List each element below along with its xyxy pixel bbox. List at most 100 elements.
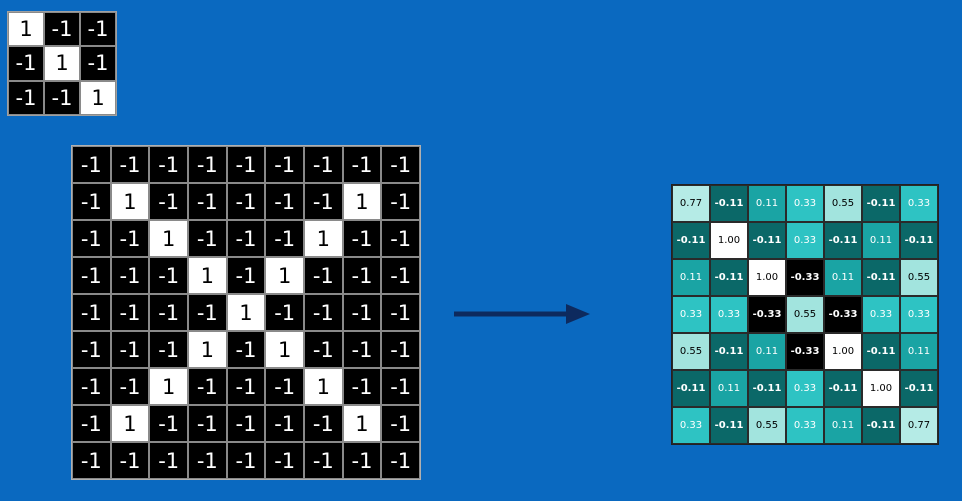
feature-map-cell: -0.11 <box>710 333 748 370</box>
image-cell: -1 <box>265 442 304 479</box>
feature-map-cell: -0.11 <box>862 333 900 370</box>
image-cell: -1 <box>265 405 304 442</box>
feature-map-cell: 0.11 <box>824 259 862 296</box>
image-cell: -1 <box>381 294 420 331</box>
image-cell: -1 <box>72 146 111 183</box>
image-cell: -1 <box>381 220 420 257</box>
image-cell: -1 <box>381 368 420 405</box>
image-cell: -1 <box>304 146 343 183</box>
feature-map-cell: 1.00 <box>824 333 862 370</box>
image-cell: 1 <box>226 294 266 331</box>
image-cell: -1 <box>342 442 382 479</box>
kernel-cell: -1 <box>8 80 44 115</box>
feature-map-cell: 0.77 <box>672 185 710 222</box>
feature-map-cell: -0.11 <box>900 222 938 259</box>
feature-map-cell: 0.55 <box>824 185 862 222</box>
image-cell: -1 <box>226 146 266 183</box>
feature-map-cell: 0.11 <box>748 333 786 370</box>
feature-map-cell: 0.33 <box>672 296 710 333</box>
image-cell: -1 <box>110 294 150 331</box>
image-cell: -1 <box>110 220 150 257</box>
image-cell: 1 <box>342 183 382 220</box>
right-arrow-icon <box>454 304 590 324</box>
image-cell: -1 <box>381 146 420 183</box>
image-cell: -1 <box>265 183 304 220</box>
feature-map-cell: 0.11 <box>748 185 786 222</box>
image-cell: 1 <box>342 405 382 442</box>
feature-map-cell: 0.55 <box>786 296 824 333</box>
image-cell: -1 <box>149 331 188 368</box>
image-cell: -1 <box>265 146 304 183</box>
image-cell: -1 <box>110 368 150 405</box>
image-cell: -1 <box>188 183 227 220</box>
image-cell: -1 <box>149 405 188 442</box>
image-cell: -1 <box>226 220 266 257</box>
feature-map-cell: 0.55 <box>748 407 786 444</box>
image-cell: -1 <box>304 183 343 220</box>
image-cell: 1 <box>149 368 188 405</box>
feature-map-cell: -0.33 <box>824 296 862 333</box>
image-cell: -1 <box>381 183 420 220</box>
image-cell: -1 <box>188 294 227 331</box>
image-cell: 1 <box>110 405 150 442</box>
feature-map-cell: 0.33 <box>900 185 938 222</box>
image-cell: -1 <box>188 442 227 479</box>
feature-map-cell: 0.33 <box>786 222 824 259</box>
feature-map-cell: 0.11 <box>710 370 748 407</box>
image-cell: -1 <box>304 405 343 442</box>
image-cell: 1 <box>265 257 304 294</box>
feature-map-cell: 0.33 <box>786 370 824 407</box>
image-cell: 1 <box>149 220 188 257</box>
image-cell: -1 <box>149 257 188 294</box>
image-cell: -1 <box>304 257 343 294</box>
feature-map-cell: -0.11 <box>748 222 786 259</box>
image-cell: 1 <box>110 183 150 220</box>
feature-map-cell: -0.11 <box>748 370 786 407</box>
image-cell: -1 <box>226 405 266 442</box>
image-cell: -1 <box>342 257 382 294</box>
image-cell: -1 <box>149 294 188 331</box>
kernel-cell: -1 <box>80 12 116 47</box>
image-cell: -1 <box>226 257 266 294</box>
feature-map-cell: -0.33 <box>786 333 824 370</box>
image-cell: -1 <box>149 183 188 220</box>
feature-map-cell: -0.11 <box>824 370 862 407</box>
image-cell: -1 <box>265 294 304 331</box>
image-cell: -1 <box>110 331 150 368</box>
image-cell: -1 <box>110 442 150 479</box>
feature-map-cell: 1.00 <box>748 259 786 296</box>
kernel-cell: -1 <box>80 46 116 81</box>
image-cell: -1 <box>72 183 111 220</box>
feature-map-cell: 0.33 <box>862 296 900 333</box>
image-cell: -1 <box>72 442 111 479</box>
feature-map-cell: 0.11 <box>824 407 862 444</box>
image-cell: -1 <box>381 442 420 479</box>
image-cell: -1 <box>72 368 111 405</box>
image-cell: -1 <box>265 220 304 257</box>
image-cell: -1 <box>72 220 111 257</box>
image-cell: -1 <box>381 331 420 368</box>
image-cell: 1 <box>265 331 304 368</box>
image-cell: -1 <box>72 294 111 331</box>
image-cell: -1 <box>72 331 111 368</box>
image-cell: -1 <box>226 442 266 479</box>
feature-map-cell: -0.11 <box>710 185 748 222</box>
feature-map-cell: -0.33 <box>748 296 786 333</box>
feature-map-cell: 0.55 <box>900 259 938 296</box>
image-cell: -1 <box>188 405 227 442</box>
feature-map-cell: -0.11 <box>672 222 710 259</box>
feature-map-cell: 0.33 <box>672 407 710 444</box>
image-cell: -1 <box>188 146 227 183</box>
image-cell: -1 <box>304 331 343 368</box>
kernel-cell: 1 <box>8 12 44 47</box>
kernel-cell: 1 <box>44 46 80 81</box>
feature-map-cell: 0.11 <box>862 222 900 259</box>
kernel-cell: -1 <box>44 12 80 47</box>
image-cell: -1 <box>265 368 304 405</box>
image-cell: -1 <box>226 368 266 405</box>
image-cell: -1 <box>149 146 188 183</box>
image-cell: -1 <box>381 405 420 442</box>
feature-map-cell: -0.11 <box>900 370 938 407</box>
